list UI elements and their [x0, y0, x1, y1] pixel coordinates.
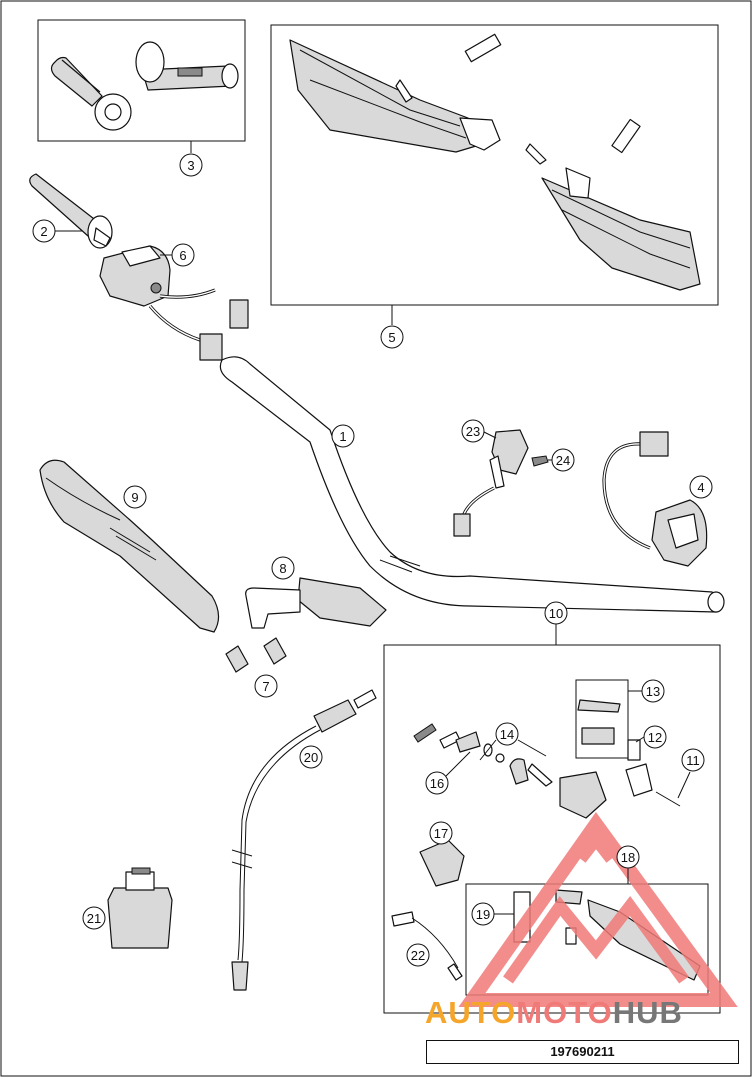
- group-box-3: [37, 19, 246, 142]
- callout-7: 7: [254, 674, 278, 698]
- part-oil-bottle: [107, 867, 173, 949]
- callout-24: 24: [548, 448, 575, 472]
- callout-3: 3: [179, 153, 203, 177]
- svg-text:8: 8: [279, 561, 286, 576]
- callout-8: 8: [271, 556, 295, 580]
- part-left-switch: [602, 431, 708, 567]
- svg-text:6: 6: [179, 248, 186, 263]
- callout-23: 23: [461, 419, 497, 443]
- callout-6: 6: [160, 243, 195, 267]
- svg-text:7: 7: [262, 679, 269, 694]
- watermark-logo-part3: HUB: [612, 995, 683, 1030]
- part-bar-end-plugs: [225, 637, 287, 673]
- svg-text:17: 17: [434, 826, 448, 841]
- svg-text:9: 9: [131, 490, 138, 505]
- svg-text:24: 24: [556, 453, 570, 468]
- part-switch-23: [453, 429, 549, 537]
- callout-layer: 1 2 3 4 5 6 7 8: [32, 153, 713, 967]
- callout-12: 12: [635, 725, 667, 749]
- svg-text:12: 12: [648, 730, 662, 745]
- callout-2: 2: [32, 219, 82, 243]
- svg-text:20: 20: [304, 750, 318, 765]
- callout-4: 4: [689, 475, 713, 499]
- watermark-logo: AUTOMOTOHUB: [425, 996, 745, 1030]
- group-box-10: [383, 644, 721, 1014]
- svg-text:21: 21: [87, 911, 101, 926]
- callout-19: 19: [471, 902, 514, 926]
- callout-13: 13: [628, 679, 665, 703]
- callout-1: 1: [331, 424, 355, 448]
- svg-text:19: 19: [476, 907, 490, 922]
- svg-text:3: 3: [187, 158, 194, 173]
- callout-18: 18: [616, 845, 640, 884]
- part-handlebar: [219, 356, 725, 613]
- callout-22: 22: [406, 943, 430, 967]
- svg-text:16: 16: [430, 776, 444, 791]
- part-throttle-housing: [99, 245, 249, 361]
- callout-16: 16: [425, 751, 471, 795]
- group-box-5: [270, 24, 719, 306]
- svg-text:5: 5: [388, 330, 395, 345]
- callout-14: 14: [479, 722, 547, 761]
- svg-text:23: 23: [466, 424, 480, 439]
- drawing-number: 197690211: [426, 1040, 739, 1064]
- callout-5: 5: [380, 325, 404, 349]
- svg-text:13: 13: [646, 684, 660, 699]
- part-throttle-grip: [29, 173, 113, 249]
- part-handguard-small: [245, 577, 387, 629]
- callout-21: 21: [82, 906, 106, 930]
- callout-10: 10: [544, 601, 568, 625]
- svg-text:11: 11: [686, 753, 700, 768]
- part-handguards: [289, 33, 701, 291]
- svg-text:1: 1: [339, 429, 346, 444]
- watermark-triangle: [458, 811, 738, 1007]
- callout-20: 20: [299, 745, 323, 769]
- watermark-logo-part1: AUTO: [425, 995, 517, 1030]
- callout-17: 17: [429, 821, 453, 845]
- callout-9: 9: [123, 485, 147, 509]
- svg-text:2: 2: [40, 224, 47, 239]
- svg-text:4: 4: [697, 480, 704, 495]
- part-left-grip: [39, 459, 220, 633]
- svg-text:10: 10: [549, 606, 563, 621]
- callout-11: 11: [677, 748, 705, 799]
- part-grips: [50, 41, 239, 131]
- svg-text:14: 14: [500, 727, 514, 742]
- watermark-logo-part2: MOTO: [516, 995, 613, 1030]
- svg-text:18: 18: [621, 850, 635, 865]
- part-clutch-line: [231, 689, 377, 991]
- svg-text:22: 22: [411, 948, 425, 963]
